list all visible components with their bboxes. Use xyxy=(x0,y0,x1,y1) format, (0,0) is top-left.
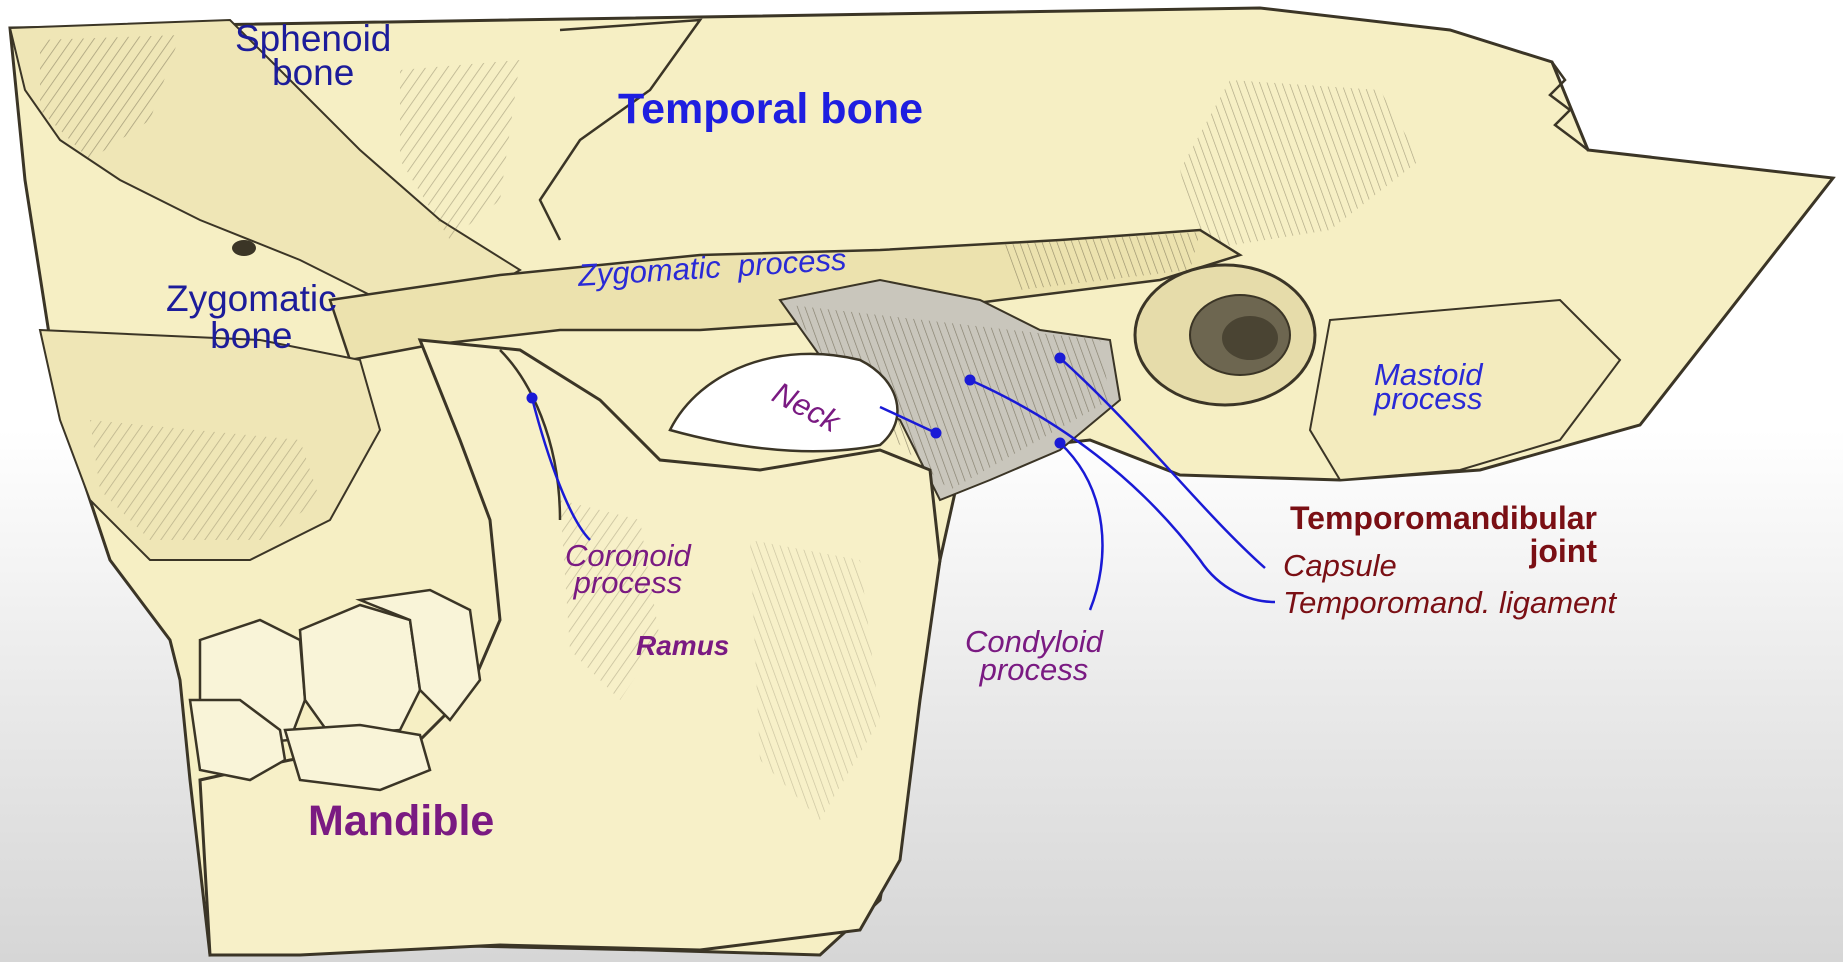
dot-capsule xyxy=(1055,353,1066,364)
label-temporomand-ligament: Temporomand. ligament xyxy=(1283,587,1616,618)
label-mandible: Mandible xyxy=(308,800,494,843)
label-capsule: Capsule xyxy=(1283,550,1397,581)
label-mastoid-process: Mastoid process xyxy=(1374,363,1483,411)
dot-ligament xyxy=(965,375,976,386)
label-zygomatic-bone: Zygomatic bone xyxy=(166,280,337,354)
tooth-2 xyxy=(300,605,420,735)
label-condyloid-process: Condyloid process xyxy=(965,628,1103,684)
leader-condyloid xyxy=(1060,443,1102,610)
dot-condyloid xyxy=(1055,438,1066,449)
ear-canal-depth xyxy=(1222,316,1278,360)
label-temporal-bone: Temporal bone xyxy=(618,88,923,131)
dot-neck xyxy=(931,428,942,439)
label-sphenoid-bone: Sphenoid bone xyxy=(235,22,391,90)
label-coronoid-process: Coronoid process xyxy=(565,542,691,596)
dot-coronoid xyxy=(527,393,538,404)
label-ramus: Ramus xyxy=(636,632,729,660)
foramen xyxy=(232,240,256,256)
